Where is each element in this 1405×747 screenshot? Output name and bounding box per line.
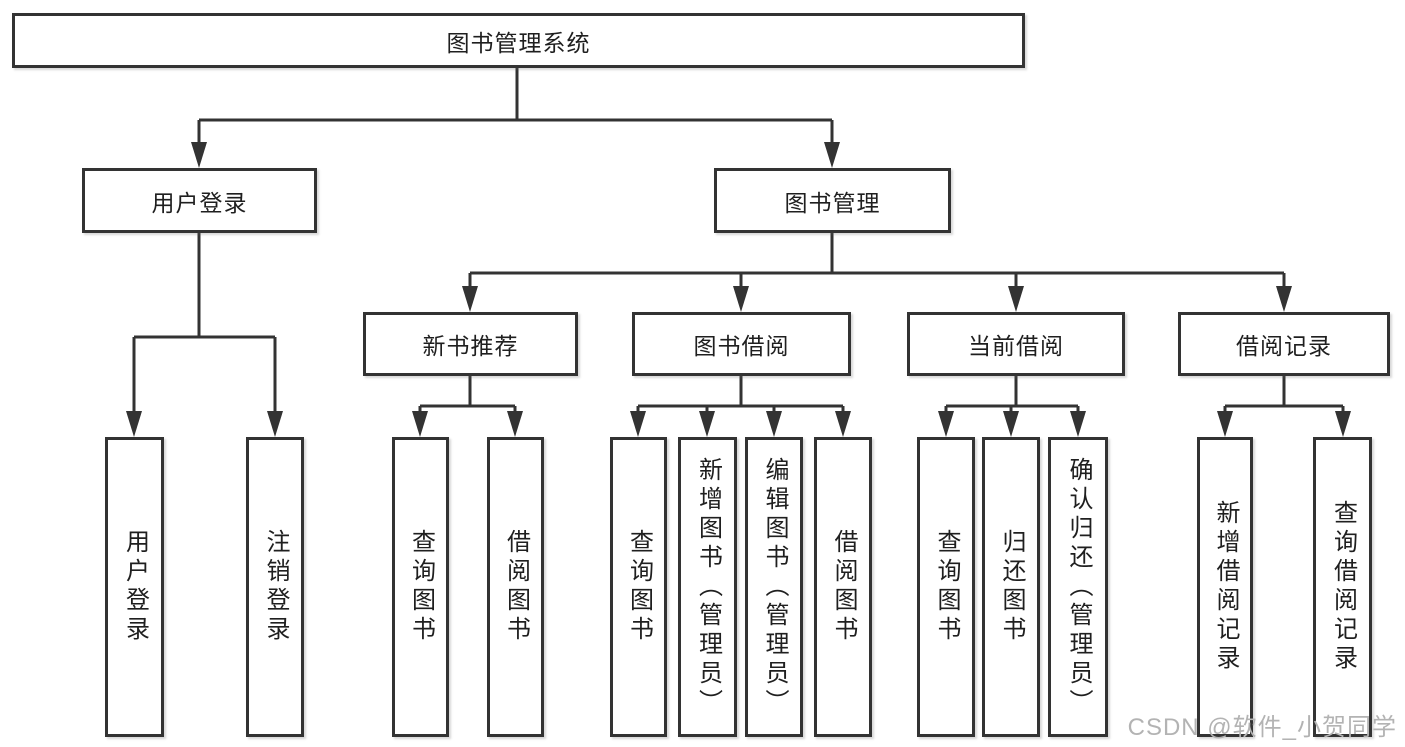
node-label: 确认归还（管理员） bbox=[1065, 456, 1092, 718]
node-label: 查询图书 bbox=[625, 529, 653, 645]
node-label: 借阅图书 bbox=[502, 529, 530, 645]
leaf-edit-book-admin: 编辑图书（管理员） bbox=[745, 437, 803, 737]
node-book-borrowing: 图书借阅 bbox=[632, 312, 851, 376]
leaf-confirm-return-admin: 确认归还（管理员） bbox=[1048, 437, 1108, 737]
node-label: 图书管理 bbox=[784, 189, 881, 216]
node-new-book-recommend: 新书推荐 bbox=[363, 312, 578, 376]
node-root: 图书管理系统 bbox=[12, 13, 1025, 68]
leaf-add-book-admin: 新增图书（管理员） bbox=[678, 437, 737, 737]
leaf-return-books: 归还图书 bbox=[982, 437, 1040, 737]
leaf-borrow-books-1: 借阅图书 bbox=[487, 437, 544, 737]
leaf-query-books-2: 查询图书 bbox=[610, 437, 667, 737]
leaf-query-books-1: 查询图书 bbox=[392, 437, 449, 737]
node-label: 新增借阅记录 bbox=[1212, 500, 1239, 674]
node-label: 新书推荐 bbox=[422, 333, 519, 359]
node-label: 编辑图书（管理员） bbox=[761, 456, 788, 718]
leaf-query-books-3: 查询图书 bbox=[917, 437, 975, 737]
node-label: 借阅图书 bbox=[830, 529, 857, 645]
node-label: 图书管理系统 bbox=[446, 29, 591, 56]
node-label: 查询图书 bbox=[933, 529, 960, 645]
node-label: 用户登录 bbox=[151, 189, 248, 216]
node-label: 图书借阅 bbox=[693, 333, 790, 359]
arrowheads bbox=[126, 142, 1351, 437]
node-label: 查询图书 bbox=[407, 529, 435, 645]
node-label: 归还图书 bbox=[998, 529, 1025, 645]
leaf-query-borrow-record: 查询借阅记录 bbox=[1313, 437, 1372, 737]
leaf-borrow-books-2: 借阅图书 bbox=[814, 437, 872, 737]
node-user-login: 用户登录 bbox=[82, 168, 317, 233]
node-current-borrowing: 当前借阅 bbox=[907, 312, 1125, 376]
node-label: 注销登录 bbox=[262, 529, 289, 645]
node-book-management: 图书管理 bbox=[714, 168, 951, 233]
node-label: 新增图书（管理员） bbox=[694, 456, 722, 718]
node-label: 当前借阅 bbox=[968, 333, 1064, 359]
watermark: CSDN @软件_小贺同学 bbox=[1127, 714, 1397, 741]
node-label: 查询借阅记录 bbox=[1329, 500, 1357, 674]
node-label: 用户登录 bbox=[121, 529, 149, 645]
node-label: 借阅记录 bbox=[1236, 333, 1332, 359]
leaf-user-login: 用户登录 bbox=[105, 437, 164, 737]
node-borrowing-records: 借阅记录 bbox=[1178, 312, 1390, 376]
leaf-add-borrow-record: 新增借阅记录 bbox=[1197, 437, 1253, 737]
leaf-logout: 注销登录 bbox=[246, 437, 304, 737]
